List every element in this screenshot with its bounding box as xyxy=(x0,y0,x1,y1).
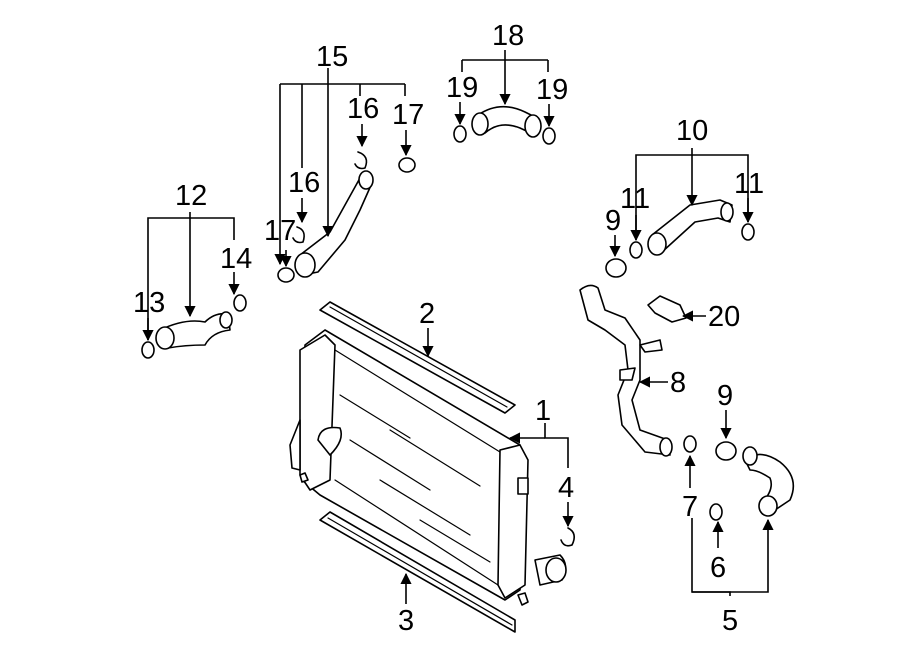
callout-5: 5 xyxy=(722,605,738,637)
callout-20: 20 xyxy=(708,301,740,333)
hose-part-5 xyxy=(742,446,795,517)
clamp-part-9-lower xyxy=(715,441,737,461)
hose-part-18 xyxy=(471,105,542,138)
callout-10: 10 xyxy=(676,115,708,147)
callout-6: 6 xyxy=(710,552,726,584)
lower-air-seal xyxy=(319,511,516,633)
o-ring-part-11-left xyxy=(629,241,643,259)
o-ring-part-19-right xyxy=(542,127,556,145)
hose-part-12 xyxy=(155,311,233,350)
callout-11-right: 11 xyxy=(734,168,764,200)
clamp-part-17-upper xyxy=(398,157,416,173)
o-ring-part-13 xyxy=(141,341,155,359)
bracket-part-20 xyxy=(647,295,687,323)
callout-15: 15 xyxy=(316,41,348,73)
hose-part-15 xyxy=(294,170,374,278)
clamp-part-17-lower xyxy=(277,267,295,283)
callout-16-lower: 16 xyxy=(288,167,320,199)
callout-14: 14 xyxy=(220,243,252,275)
callout-2: 2 xyxy=(419,298,435,330)
callout-4: 4 xyxy=(558,472,574,504)
callout-17-upper: 17 xyxy=(392,99,424,131)
o-ring-part-6 xyxy=(709,503,723,521)
clip-part-4 xyxy=(560,527,576,547)
pipe-part-8 xyxy=(579,284,673,457)
callout-19-left: 19 xyxy=(446,72,478,104)
callout-3: 3 xyxy=(398,605,414,637)
o-ring-part-7 xyxy=(683,435,697,453)
leader-lines xyxy=(142,50,774,604)
callout-numbers: 1 2 3 4 5 6 7 8 9 9 10 11 11 12 13 14 15… xyxy=(133,20,764,637)
intercooler-core xyxy=(289,329,567,606)
callout-19-right: 19 xyxy=(536,74,568,106)
callout-1: 1 xyxy=(535,395,551,427)
callout-9-lower: 9 xyxy=(717,380,733,412)
o-ring-part-11-right xyxy=(741,223,755,241)
callout-7: 7 xyxy=(682,491,698,523)
callout-11-left: 11 xyxy=(620,183,650,215)
callout-17-lower: 17 xyxy=(264,215,296,247)
upper-air-seal xyxy=(319,301,516,414)
callout-13: 13 xyxy=(133,287,165,319)
callout-16-upper: 16 xyxy=(347,93,379,125)
o-ring-part-14 xyxy=(233,294,247,312)
callout-8: 8 xyxy=(670,367,686,399)
o-ring-part-19-left xyxy=(453,125,467,143)
callout-12: 12 xyxy=(175,180,207,212)
hose-part-10 xyxy=(647,199,734,256)
clamp-part-16-lower xyxy=(292,226,305,244)
clamp-part-16-upper xyxy=(354,151,368,170)
callout-9-upper: 9 xyxy=(605,205,621,237)
callout-18: 18 xyxy=(492,20,524,52)
clamp-part-9-upper xyxy=(605,258,627,278)
